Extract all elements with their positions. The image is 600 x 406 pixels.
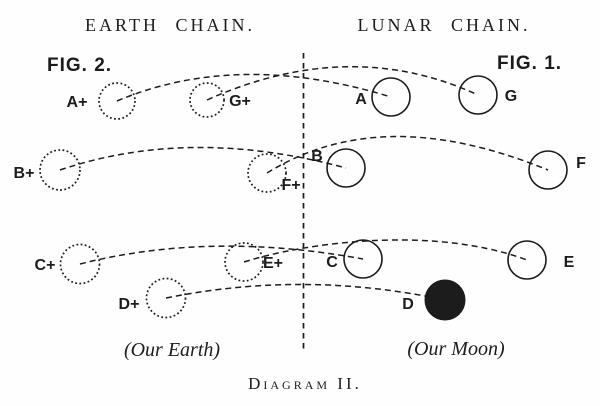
globe-lunar-c	[343, 239, 383, 279]
label-earth-c: C+	[35, 257, 56, 274]
lunar-chain-globes	[326, 75, 568, 321]
label-earth-b: B+	[14, 165, 35, 182]
arc-d-earth-to-lunar	[165, 283, 446, 301]
globe-earth-c	[59, 243, 101, 285]
label-earth-d: D+	[119, 296, 140, 313]
globe-earth-g	[189, 82, 225, 118]
earth-chain-globes	[39, 82, 287, 319]
label-lunar-e: E	[564, 254, 575, 271]
lunar-chain-heading: LUNAR CHAIN.	[358, 15, 531, 35]
globe-earth-e	[224, 242, 264, 282]
arc-f-earth-to-lunar	[266, 135, 549, 174]
arc-c-earth-to-lunar	[79, 245, 364, 265]
label-earth-a: A+	[67, 94, 88, 111]
our-earth-caption: (Our Earth)	[124, 339, 220, 361]
label-lunar-g: G	[505, 88, 517, 105]
globe-lunar-e	[507, 240, 547, 280]
label-earth-f: F+	[281, 177, 300, 194]
fig-2-label: FIG. 2.	[47, 55, 112, 76]
our-moon-caption: (Our Moon)	[407, 338, 505, 360]
label-lunar-a: A	[355, 91, 367, 108]
globe-earth-a	[98, 82, 136, 120]
arc-e-earth-to-lunar	[243, 239, 528, 263]
globe-lunar-a	[371, 77, 411, 117]
globe-earth-b	[39, 149, 81, 191]
arc-b-earth-to-lunar	[59, 146, 347, 171]
label-earth-g: G+	[229, 93, 251, 110]
diagram-title: Diagram II.	[248, 374, 362, 393]
fig-1-label: FIG. 1.	[497, 53, 562, 74]
globe-lunar-g	[458, 75, 498, 115]
label-lunar-b: B	[311, 148, 323, 165]
arc-g-earth-to-lunar	[206, 65, 479, 101]
globe-earth-f	[247, 153, 287, 193]
label-lunar-f: F	[576, 155, 586, 172]
transfer-arcs	[59, 65, 549, 301]
globe-earth-d	[145, 277, 187, 319]
earth-globe-labels: A+ G+ B+ F+ C+ E+ D+	[14, 93, 301, 313]
arc-a-earth-to-lunar	[116, 73, 392, 102]
globe-lunar-f	[528, 150, 568, 190]
lunar-globe-labels: A G B F C E D	[311, 88, 586, 313]
label-lunar-d: D	[402, 296, 414, 313]
earth-chain-heading: EARTH CHAIN.	[85, 15, 255, 35]
label-earth-e: E+	[263, 255, 283, 272]
globe-lunar-b	[326, 148, 366, 188]
label-lunar-c: C	[326, 254, 338, 271]
globe-lunar-d	[424, 279, 466, 321]
